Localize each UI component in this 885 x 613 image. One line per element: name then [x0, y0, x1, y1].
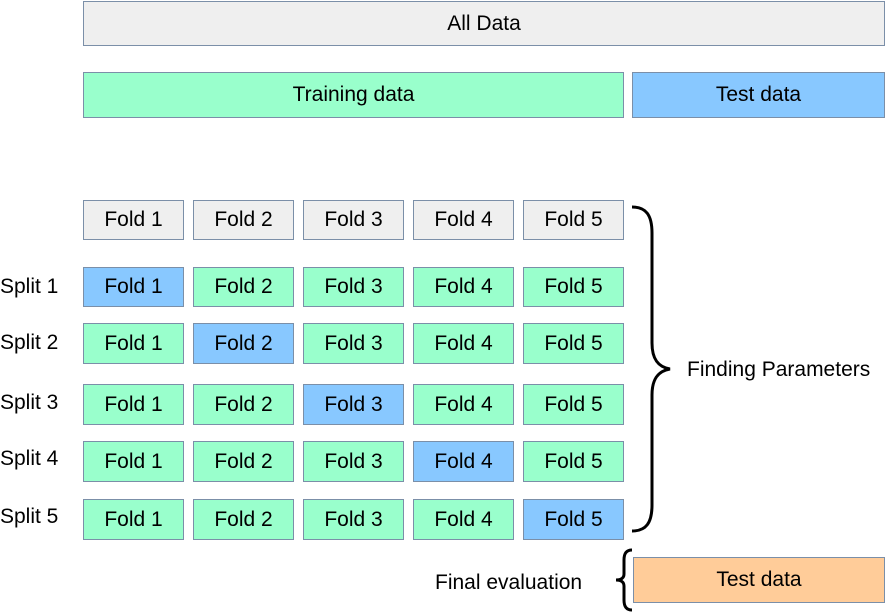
fold-label: Fold 1 — [104, 331, 163, 355]
final-test-data-label: Test data — [716, 568, 802, 591]
header-fold-5: Fold 5 — [523, 200, 624, 240]
header-fold-1: Fold 1 — [83, 200, 184, 240]
all-data-label: All Data — [447, 11, 521, 35]
header-fold-4: Fold 4 — [413, 200, 514, 240]
training-fold: Fold 5 — [523, 441, 624, 482]
fold-label: Fold 4 — [434, 507, 493, 531]
fold-label: Fold 1 — [104, 449, 163, 473]
test-data-bar: Test data — [632, 72, 885, 118]
training-fold: Fold 3 — [303, 267, 404, 307]
training-fold: Fold 2 — [193, 441, 294, 482]
header-fold-label: Fold 5 — [544, 208, 603, 231]
header-fold-3: Fold 3 — [303, 200, 404, 240]
training-data-bar: Training data — [83, 72, 624, 118]
header-fold-label: Fold 1 — [104, 208, 163, 231]
final-evaluation-brace — [615, 548, 633, 612]
training-fold: Fold 1 — [83, 323, 184, 364]
finding-parameters-label: Finding Parameters — [687, 358, 871, 381]
split-label: Split 1 — [0, 275, 59, 298]
training-fold: Fold 4 — [413, 384, 514, 425]
final-test-data-bar: Test data — [633, 557, 885, 603]
training-fold: Fold 4 — [413, 267, 514, 307]
fold-label: Fold 3 — [324, 507, 383, 531]
header-fold-label: Fold 3 — [324, 208, 383, 231]
finding-parameters-brace — [631, 205, 671, 533]
fold-label: Fold 2 — [214, 392, 273, 416]
split-label: Split 2 — [0, 331, 59, 354]
test-fold: Fold 3 — [303, 384, 404, 425]
training-fold: Fold 2 — [193, 384, 294, 425]
training-fold: Fold 2 — [193, 267, 294, 307]
training-fold: Fold 1 — [83, 499, 184, 540]
test-fold: Fold 1 — [83, 267, 184, 307]
fold-label: Fold 2 — [214, 331, 273, 355]
fold-label: Fold 1 — [104, 275, 163, 298]
header-fold-label: Fold 4 — [434, 208, 493, 231]
training-fold: Fold 1 — [83, 441, 184, 482]
training-fold: Fold 3 — [303, 323, 404, 364]
fold-label: Fold 5 — [544, 275, 603, 298]
training-fold: Fold 1 — [83, 384, 184, 425]
training-data-label: Training data — [292, 83, 415, 106]
fold-label: Fold 5 — [544, 449, 603, 473]
training-fold: Fold 5 — [523, 323, 624, 364]
fold-label: Fold 5 — [544, 507, 603, 531]
fold-label: Fold 5 — [544, 392, 603, 416]
fold-label: Fold 3 — [324, 331, 383, 355]
fold-label: Fold 2 — [214, 507, 273, 531]
split-label: Split 5 — [0, 505, 59, 528]
training-fold: Fold 4 — [413, 323, 514, 364]
training-fold: Fold 5 — [523, 267, 624, 307]
fold-label: Fold 3 — [324, 275, 383, 298]
fold-label: Fold 2 — [214, 449, 273, 473]
training-fold: Fold 2 — [193, 499, 294, 540]
test-fold: Fold 2 — [193, 323, 294, 364]
fold-label: Fold 4 — [434, 449, 493, 473]
training-fold: Fold 3 — [303, 441, 404, 482]
fold-label: Fold 2 — [214, 275, 273, 298]
fold-label: Fold 3 — [324, 392, 383, 416]
header-fold-label: Fold 2 — [214, 208, 273, 231]
fold-label: Fold 3 — [324, 449, 383, 473]
test-fold: Fold 4 — [413, 441, 514, 482]
header-fold-2: Fold 2 — [193, 200, 294, 240]
test-fold: Fold 5 — [523, 499, 624, 540]
training-fold: Fold 4 — [413, 499, 514, 540]
split-label: Split 3 — [0, 391, 59, 414]
split-label: Split 4 — [0, 447, 59, 470]
all-data-bar: All Data — [83, 1, 885, 46]
training-fold: Fold 5 — [523, 384, 624, 425]
fold-label: Fold 4 — [434, 392, 493, 416]
fold-label: Fold 1 — [104, 507, 163, 531]
fold-label: Fold 1 — [104, 392, 163, 416]
fold-label: Fold 4 — [434, 275, 493, 298]
fold-label: Fold 4 — [434, 331, 493, 355]
training-fold: Fold 3 — [303, 499, 404, 540]
final-evaluation-label: Final evaluation — [435, 571, 583, 594]
test-data-label: Test data — [715, 83, 802, 106]
fold-label: Fold 5 — [544, 331, 603, 355]
